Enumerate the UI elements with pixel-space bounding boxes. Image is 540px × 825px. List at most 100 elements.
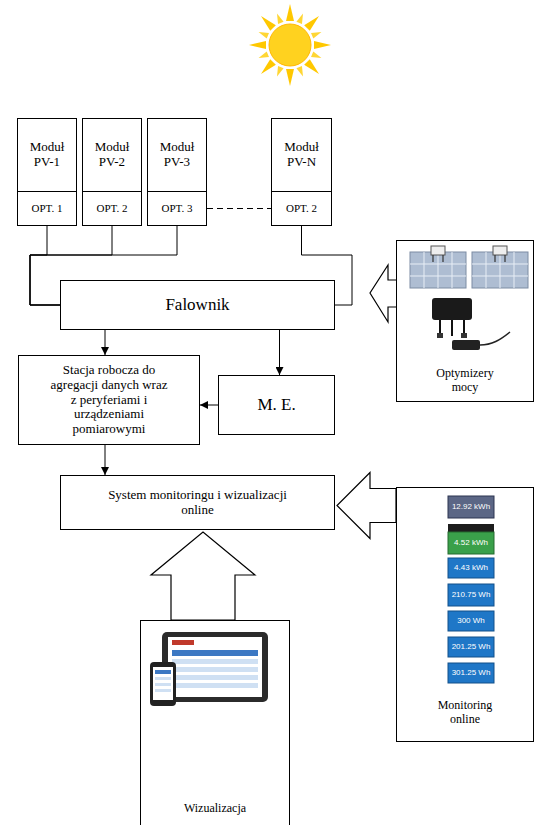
tile-value: 4.52 kWh	[448, 532, 494, 554]
pv-panel-photo	[410, 252, 466, 288]
sun-ray	[304, 13, 322, 31]
monitoring-system-box: System monitoringu i wizualizacji online	[60, 475, 335, 530]
tile-header	[448, 524, 494, 532]
monitoring-callout: Monitoring online	[396, 487, 534, 742]
pv-module-box: Moduł PV-N	[271, 118, 332, 192]
energy-tile	[448, 532, 494, 554]
block-arrow	[151, 532, 255, 620]
sun-ray	[286, 4, 294, 21]
energy-tile	[448, 558, 494, 578]
node-text: Monitoring online	[425, 699, 505, 727]
panel-grid	[410, 252, 466, 288]
optimizer-box: OPT. 2	[271, 191, 332, 226]
tile-value: 201.25 Wh	[448, 637, 494, 657]
monitoring-picture	[448, 496, 494, 683]
block-arrow	[337, 473, 396, 539]
node-text: Moduł PV-2	[86, 140, 138, 170]
phone-row	[155, 683, 171, 686]
tile-value: 4.43 kWh	[448, 558, 494, 578]
pv-module-box: Moduł PV-1	[17, 118, 77, 192]
pv-module-box: Moduł PV-2	[82, 118, 142, 192]
table-row	[172, 683, 258, 688]
sun-ray	[249, 41, 266, 49]
tablet-screen	[168, 637, 262, 697]
sun-ray	[258, 13, 276, 31]
node-text: OPT. 1	[32, 202, 63, 215]
phone-row	[155, 670, 171, 674]
optimizer-cable	[495, 255, 505, 262]
sun-ray	[311, 51, 323, 60]
node-text: Moduł PV-N	[275, 140, 328, 170]
tile-value: 210.75 Wh	[448, 584, 494, 606]
sun-ray	[258, 59, 276, 77]
device-cable	[440, 320, 464, 336]
tablet-frame	[162, 632, 268, 702]
node-text: OPT. 3	[162, 202, 193, 215]
node-text: Moduł PV-3	[151, 140, 203, 170]
sun-icon	[249, 4, 331, 86]
sun-ray	[274, 66, 283, 78]
sun-ray	[286, 69, 294, 86]
tile-value: 301.25 Wh	[448, 663, 494, 683]
energy-tile	[448, 637, 494, 657]
sun-ray	[257, 51, 269, 60]
sun-ray	[274, 12, 283, 24]
energy-tile	[448, 496, 494, 518]
pv-panel-photo	[472, 252, 528, 288]
sun-ray	[296, 66, 305, 78]
node-text: Falownik	[165, 295, 229, 315]
node-text: Moduł PV-1	[21, 140, 73, 170]
phone-frame	[150, 662, 176, 706]
optimizer-callout: Optymizery mocy	[396, 240, 534, 402]
pv-module-box: Moduł PV-3	[147, 118, 207, 192]
energy-tile	[448, 663, 494, 683]
meter-box: M. E.	[218, 375, 335, 435]
sun-disc	[269, 24, 311, 66]
energy-tile	[448, 611, 494, 631]
panel-grid	[472, 252, 528, 288]
optimizer-cable	[433, 255, 443, 262]
tile-value: 12.92 kWh	[448, 496, 494, 518]
optimizer-picture	[410, 246, 528, 350]
optimizer-box: OPT. 3	[147, 191, 207, 226]
optimizer-unit	[493, 246, 507, 255]
optimizer-device	[432, 298, 472, 320]
connector-line	[207, 208, 271, 209]
node-text: OPT. 2	[97, 202, 128, 215]
energy-tile	[448, 584, 494, 606]
sun-ray	[296, 12, 305, 24]
phone-row	[155, 677, 171, 680]
table-row	[172, 659, 258, 664]
cable-plug	[461, 333, 467, 338]
workstation-box: Stacja robocza do agregacji danych wraz …	[18, 355, 200, 445]
cable-plug	[437, 333, 443, 338]
table-row	[172, 675, 258, 680]
node-text: Optymizery mocy	[425, 367, 505, 395]
node-text: Stacja robocza do agregacji danych wraz …	[47, 363, 172, 438]
tile-value: 300 Wh	[448, 611, 494, 631]
sun-ray	[314, 41, 331, 49]
sun-ray	[257, 29, 269, 38]
optimizer-unit	[431, 246, 445, 255]
callout-arrow	[370, 265, 396, 322]
phone-row	[155, 689, 171, 692]
sun-ray	[311, 29, 323, 38]
tablet-picture	[150, 632, 268, 706]
table-header	[172, 650, 258, 656]
node-text: M. E.	[257, 395, 295, 415]
visualization-callout: Wizualizacja	[140, 620, 290, 825]
connector-line	[30, 226, 60, 305]
node-text: OPT. 2	[286, 202, 317, 215]
gateway-cable	[480, 332, 510, 345]
screen-logo	[172, 640, 194, 645]
connector-line	[279, 330, 280, 375]
table-row	[172, 667, 258, 672]
node-text: System monitoringu i wizualizacji online	[93, 488, 303, 518]
gateway-device	[452, 340, 480, 350]
optimizer-box: OPT. 2	[82, 191, 142, 226]
connector-line	[105, 330, 106, 355]
connector-line	[105, 445, 106, 475]
phone-screen	[153, 667, 173, 700]
inverter-box: Falownik	[60, 280, 335, 330]
